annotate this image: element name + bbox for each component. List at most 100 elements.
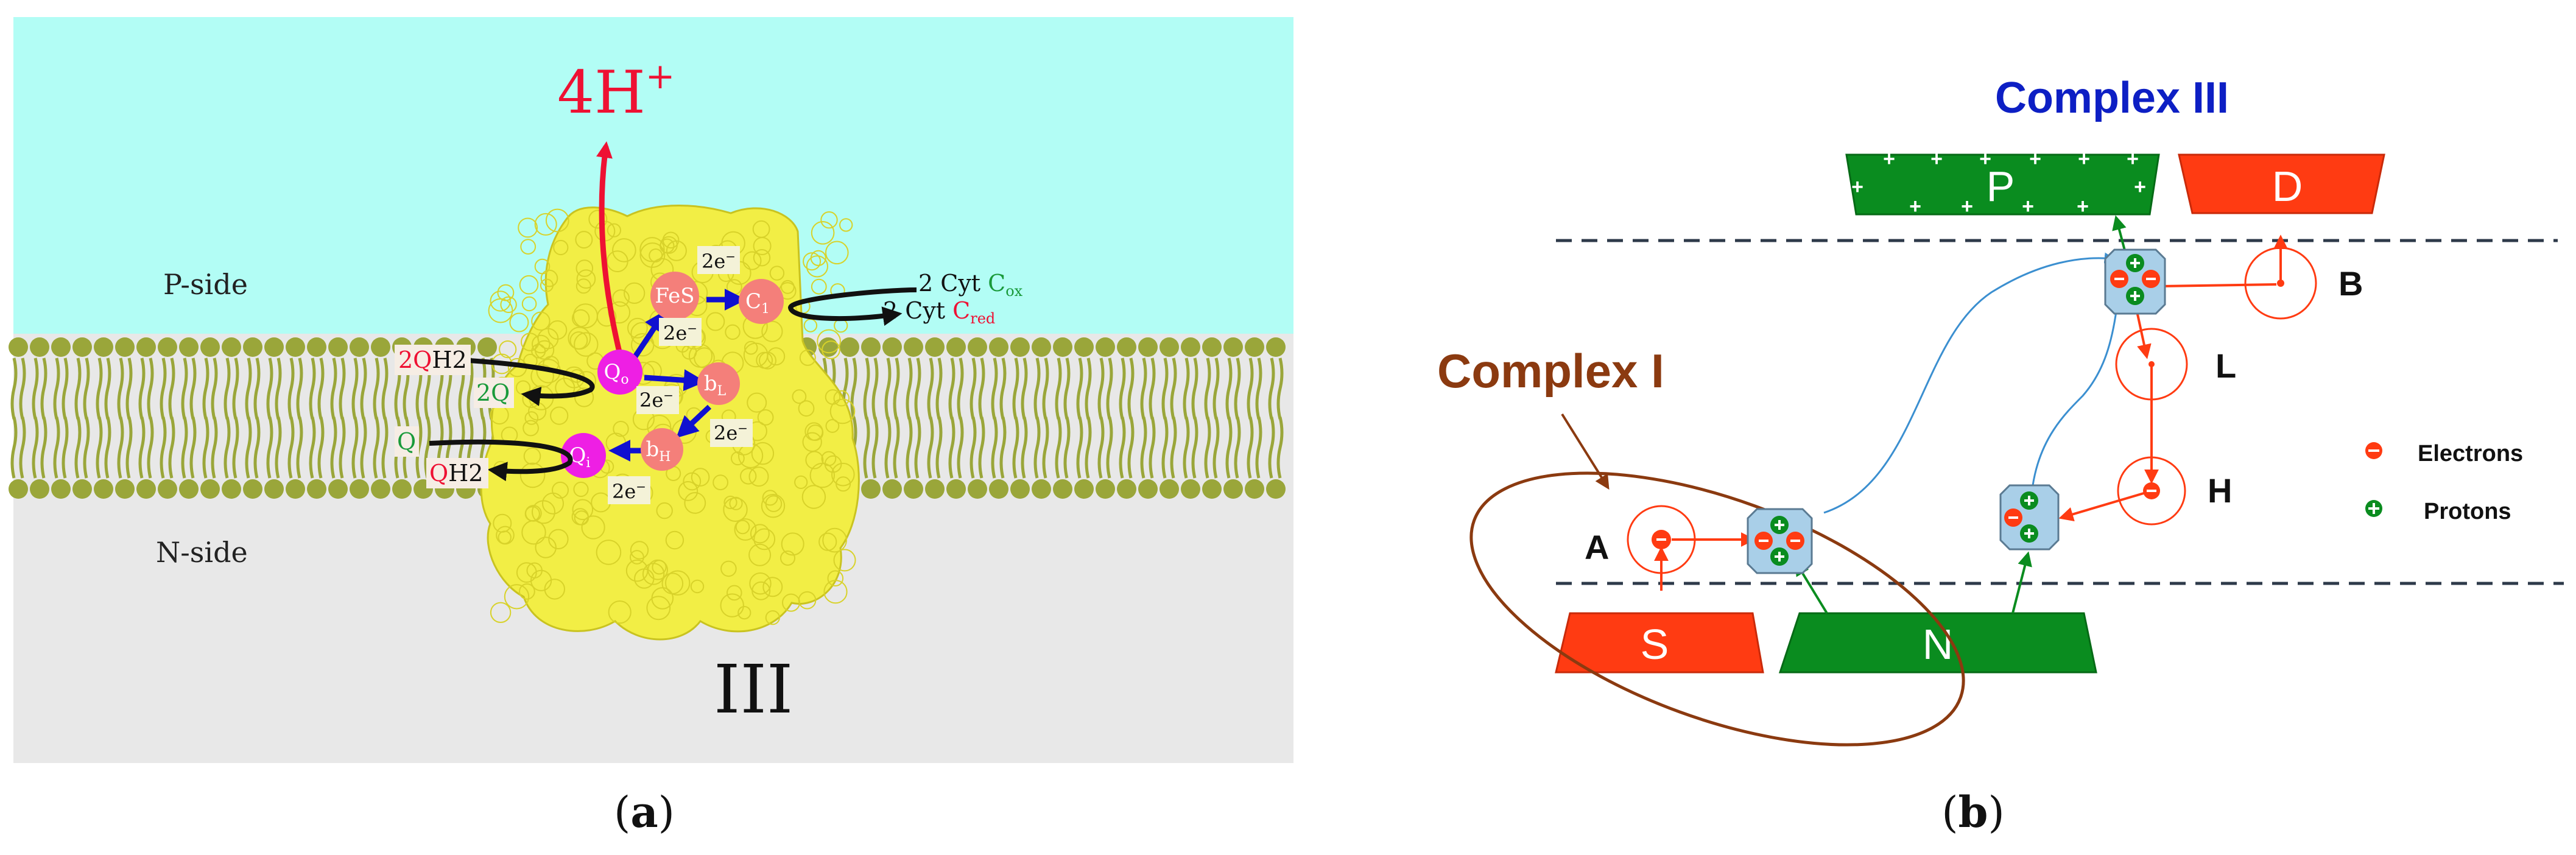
protein-atom [836, 476, 851, 492]
lipid-tail [1140, 357, 1147, 420]
protein-atom [737, 606, 751, 620]
protein-atom [811, 278, 827, 295]
protein-atom [713, 474, 728, 491]
lipid-head [840, 337, 859, 357]
lipid-head [904, 337, 923, 357]
lipid-head [371, 479, 390, 499]
lipid-tail [914, 417, 921, 479]
bh-site [641, 428, 683, 471]
protein-atom [639, 237, 665, 262]
protein-atom [748, 466, 769, 487]
lipid-tail [948, 417, 955, 479]
block-p-protons: ++++++++++++ [1851, 147, 2146, 218]
lipid-head [1010, 479, 1030, 499]
lipid-tail [1085, 417, 1092, 479]
lipid-tail [223, 357, 231, 420]
protein-atom [613, 421, 629, 437]
lipid-head [243, 337, 262, 357]
lipid-tail [863, 357, 870, 420]
protein-atom [806, 255, 829, 278]
lipid-tail [232, 417, 239, 479]
lipid-tail [1085, 357, 1092, 420]
block-n [1778, 612, 2097, 674]
lipid-head [968, 337, 987, 357]
lipid-tail [914, 357, 921, 420]
protein-atom [532, 500, 555, 524]
protein-atom [666, 240, 687, 261]
lipid-head [72, 337, 92, 357]
lipid-tail [1021, 357, 1028, 420]
q-label: Q [397, 428, 416, 455]
blue-link-1 [1823, 252, 2116, 514]
lipid-head [136, 479, 156, 499]
qi-label: Qi [569, 443, 591, 471]
protein-atom [833, 390, 850, 407]
lipid-head [1181, 479, 1200, 499]
lipid-head [1160, 479, 1179, 499]
protein-atom [500, 296, 517, 313]
protein-atom [572, 499, 594, 521]
lipid-head [1096, 337, 1115, 357]
proton-token [2126, 287, 2144, 305]
protein-atom [612, 238, 636, 262]
n-side-label: N-side [156, 536, 248, 569]
lipid-head [243, 479, 262, 499]
lipid-head [1074, 479, 1094, 499]
lipid-tail [1234, 417, 1241, 479]
transporter-h [1999, 484, 2060, 551]
lipid-tail [1212, 357, 1220, 420]
lipid-head [328, 479, 348, 499]
block-p-label: P [1987, 163, 2015, 210]
lipid-tail [935, 417, 943, 479]
lipid-head [989, 337, 1008, 357]
lipid-tail [1276, 357, 1284, 420]
protein-atom [749, 572, 772, 595]
protein-atom [656, 502, 673, 519]
lipid-tail [1191, 417, 1198, 479]
lipid-head [1010, 337, 1030, 357]
protein-atom [518, 217, 538, 238]
protein-atom [488, 298, 513, 323]
bl-label: bL [704, 371, 727, 399]
lipid-tail [927, 357, 934, 420]
lipid-head [392, 479, 412, 499]
lipid-tail [957, 357, 964, 420]
panel-b: P ++++++++++++ D S N [1437, 74, 2564, 837]
protein-atom [544, 579, 565, 600]
lipid-tail [373, 357, 380, 420]
lipid-tail [1106, 417, 1113, 479]
protein-atom [625, 559, 649, 582]
caption-a: (a) [614, 787, 675, 837]
lipid-head [968, 479, 987, 499]
protein-atom [706, 312, 725, 331]
protein-atom [498, 530, 512, 544]
lipid-head [94, 479, 113, 499]
charge-tokens [1652, 254, 2160, 566]
bh-label: bH [646, 437, 671, 465]
protein-atom [552, 481, 569, 499]
qh2-label: 2QH2 [398, 347, 467, 373]
lipid-tail [1042, 357, 1049, 420]
protein-atom [683, 472, 702, 491]
electron-token [2004, 508, 2022, 527]
block-s-label: S [1641, 621, 1669, 668]
complex-i-pointer [1561, 413, 1610, 490]
protein-atom [756, 351, 773, 369]
proton-flow [1795, 215, 2127, 614]
protein-atom [839, 218, 853, 232]
lipid-tail [287, 417, 295, 479]
lipid-tail [296, 357, 303, 420]
qo-label: Qo [604, 360, 628, 387]
protein-atom [504, 584, 530, 610]
lipid-head [989, 479, 1008, 499]
protein-atom [581, 515, 605, 540]
protein-atom [761, 320, 783, 342]
protein-atom [734, 518, 757, 541]
lipid-tail [275, 417, 282, 479]
lipid-tail [339, 417, 346, 479]
electron-paths [608, 289, 747, 462]
protein-atom [807, 424, 824, 442]
protein-atom [694, 347, 715, 369]
lipid-tail [83, 417, 90, 479]
proton-plus: + [2134, 175, 2146, 199]
